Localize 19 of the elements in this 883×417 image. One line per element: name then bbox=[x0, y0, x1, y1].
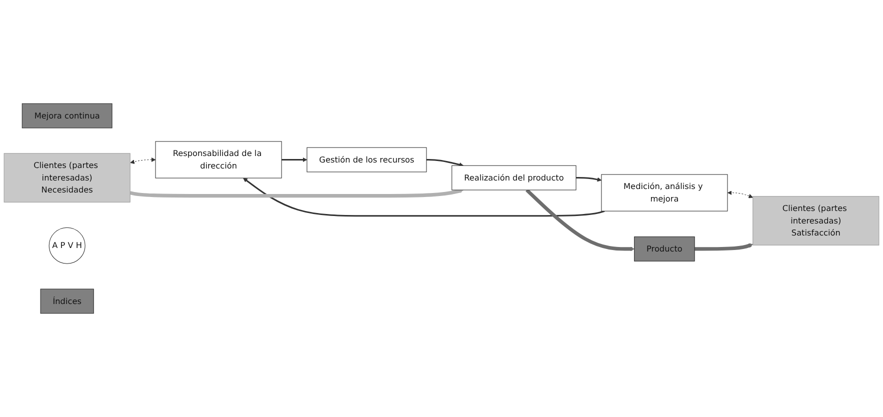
node-box: Realización del producto bbox=[452, 165, 576, 190]
node-box: Gestión de los recursos bbox=[306, 147, 427, 172]
arrow bbox=[694, 243, 754, 251]
node-box: Responsabilidad de la dirección bbox=[155, 141, 282, 178]
node-box: Medición, análisis y mejora bbox=[601, 174, 728, 212]
arrow bbox=[727, 190, 754, 198]
arrow bbox=[282, 158, 308, 162]
arrow bbox=[130, 188, 464, 198]
node-box: Producto bbox=[634, 236, 695, 262]
arrow bbox=[130, 158, 156, 164]
node-box: Clientes (partes interesadas) Satisfacción bbox=[752, 196, 880, 246]
arrow bbox=[243, 178, 605, 217]
arrow bbox=[526, 188, 635, 252]
node-circle: A P V H bbox=[48, 227, 86, 264]
node-box: Clientes (partes interesadas) Necesidades bbox=[4, 153, 130, 202]
arrow bbox=[576, 177, 602, 182]
arrow bbox=[426, 159, 464, 167]
node-box: Índices bbox=[40, 288, 94, 314]
node-box: Mejora continua bbox=[22, 103, 112, 128]
